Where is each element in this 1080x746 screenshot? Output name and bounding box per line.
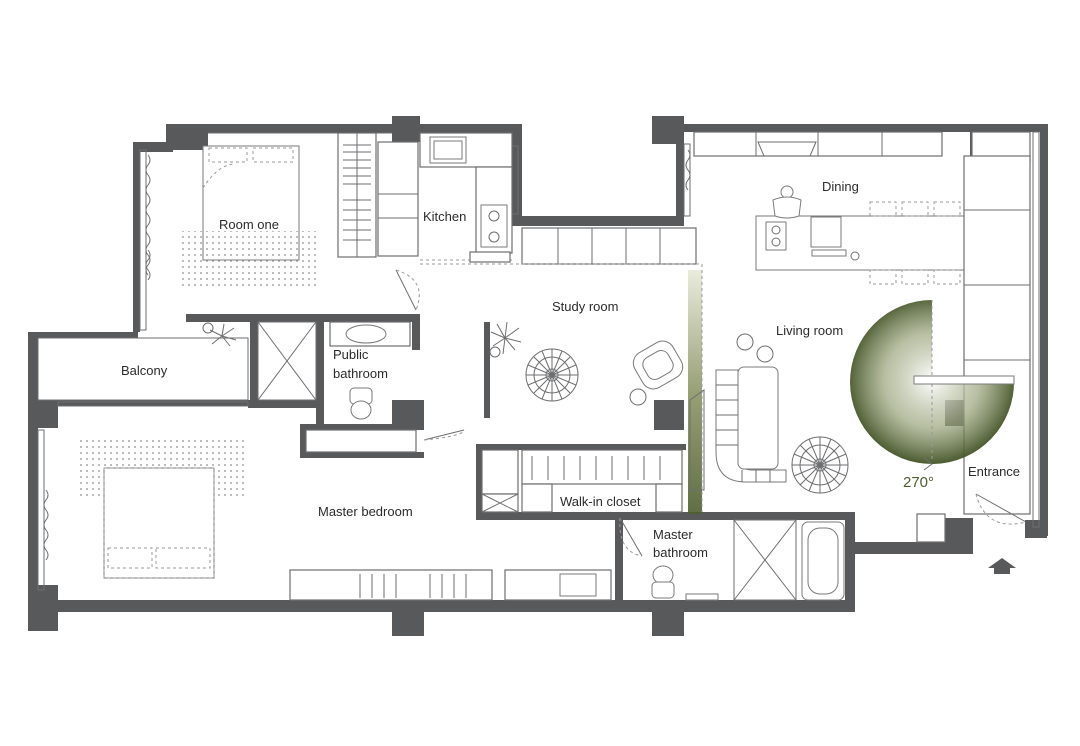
entry-arrow-icon [988,558,1016,574]
study-furniture [489,264,705,514]
walk-in-closet-fixtures [481,449,683,513]
public-bathroom-fixtures [37,269,420,453]
room-label-walk-in-closet: Walk-in closet [560,494,641,509]
room-label-entrance: Entrance [968,464,1021,479]
room-label-study-room: Study room [552,299,619,314]
room-label-public-bathroom-line1: Public [333,347,369,362]
study-cabinets [420,227,700,265]
room-label-master-bedroom: Master bedroom [318,504,413,519]
room-label-dining: Dining [822,179,859,194]
room-label-master-bathroom-line2: bathroom [653,545,708,560]
walls [28,116,1048,636]
plant-icon [490,321,522,355]
armchair [632,340,684,390]
round-rug [525,348,579,402]
room-label-master-bathroom: Master bathroom [653,527,708,561]
plant-icon [209,323,237,347]
room-label-balcony: Balcony [121,363,168,378]
room-label-public-bathroom: Public bathroom [333,347,388,382]
room-label-living-room: Living room [776,323,844,338]
entrance-fixtures [916,493,1027,574]
room-label-master-bathroom-line1: Master [653,527,693,542]
master-bathroom-fixtures [619,517,845,601]
living-room-furniture [715,155,1031,515]
rotation-angle-label: 270° [903,474,935,491]
master-bedroom-furniture [78,429,612,601]
room-label-public-bathroom-line2: bathroom [333,366,388,381]
dining-area [693,131,1031,285]
person-icon [772,185,802,219]
room-one-furniture [182,132,419,289]
kitchen-fixtures [419,132,513,263]
room-label-room-one: Room one [219,217,279,232]
room-label-kitchen: Kitchen [423,209,467,224]
living-rug [791,436,849,494]
rug-icon [182,231,320,289]
